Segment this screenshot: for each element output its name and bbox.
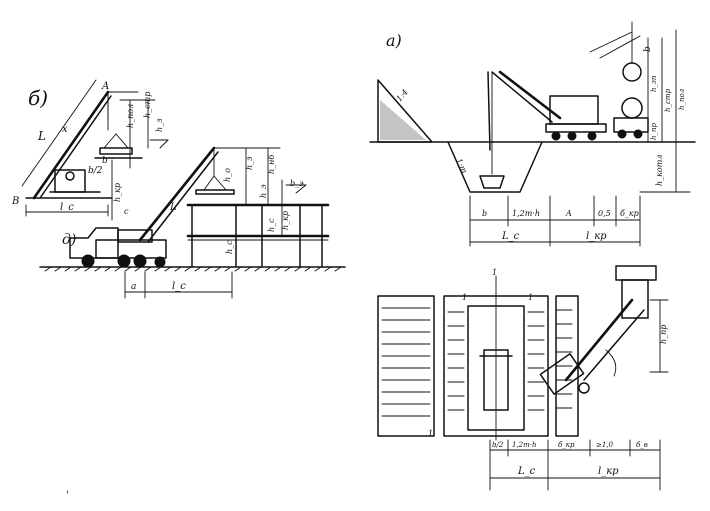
truck-chassis: [95, 239, 167, 259]
boom-line-inner: [39, 95, 112, 199]
d-h-nb-label: h_нб: [267, 155, 276, 174]
ground-hatch: [44, 266, 342, 272]
a-dim-bkr: б_кр: [620, 209, 639, 218]
a-h-zp-label: h_зп: [650, 75, 658, 92]
a-h-pr-label: h_пр: [650, 122, 658, 140]
panel-a-plan: 1 1 1 1 h_пр b/2 1,2m·h: [377, 265, 669, 491]
d-h-kr-label: h_кр: [281, 211, 290, 230]
excavation-pit: [447, 141, 543, 193]
elevation-boom: [498, 70, 562, 120]
slope-pit-label: 1:m: [454, 157, 469, 175]
point-a-label: A: [101, 81, 109, 92]
winch-drum: [621, 97, 643, 119]
plan-mark-1: 1: [492, 268, 497, 277]
boom-line: [32, 90, 110, 200]
point-b-label: B: [11, 196, 19, 207]
d-h-st-label: h_с: [267, 218, 276, 232]
a-h-str-label: h_стр: [664, 88, 672, 112]
a-dim-12mh: 1,2m·h: [512, 209, 540, 218]
d-b-e-label: b_э: [290, 179, 304, 188]
d-base-lc-label: l_c: [172, 281, 186, 292]
truck-wheel-3: [133, 254, 147, 268]
d-base-a-label: a: [131, 282, 136, 292]
a-h-pol-label: h_пол: [678, 89, 686, 110]
truck-cab: [69, 227, 119, 259]
plan-dim-b2: b/2: [492, 441, 504, 449]
panel-b-label: б): [28, 86, 48, 110]
panel-d-label: д): [62, 232, 76, 248]
c-label: c: [124, 207, 129, 216]
dim-lc-label: l_c: [60, 202, 74, 213]
boom-length-label: L: [37, 129, 46, 143]
plan-lc-label: L_c: [517, 466, 536, 477]
truck-boom: [138, 146, 216, 242]
plan-dim-ge1: ≥1,0: [596, 441, 614, 449]
d-h-z-label: h_з: [245, 156, 254, 170]
plan-left-panel: [377, 295, 435, 437]
bottom-mark: ': [66, 490, 69, 501]
plan-mark-2: 1: [462, 293, 467, 302]
crane-body: [54, 169, 86, 193]
plan-mark-4: 1: [428, 429, 433, 438]
panel-a-label: а): [386, 31, 402, 50]
d-h-e-label: h_э: [259, 184, 268, 198]
h-pol-label: h_пол: [126, 104, 135, 128]
boom-x-label: x: [62, 124, 68, 135]
building-frame: [186, 203, 330, 268]
boom-length-dim: [21, 79, 97, 187]
truck-boom-length: L: [169, 202, 177, 213]
plan-dim-bv: б_в: [636, 441, 648, 449]
panel-d-truck-crane: д) L h: [39, 146, 346, 299]
a-h-kotl-label: h_котл: [655, 155, 664, 186]
a-dim-05: 0,5: [598, 209, 611, 218]
a-dim-a: A: [565, 209, 572, 218]
hook-block: [622, 62, 642, 82]
a-lc-label: L_c: [501, 231, 520, 242]
truck-wheel-2: [117, 254, 131, 268]
load-block: [99, 147, 133, 155]
plan-tower: [615, 265, 657, 281]
d-h-s-label: h_с: [225, 240, 234, 254]
truck-wheel-1: [81, 254, 95, 268]
panel-a-elevation: а) 1:4 1:m b h: [369, 21, 696, 247]
h-kr-label: h_кр: [113, 183, 122, 202]
crane-cab: [549, 95, 599, 125]
a-dim-b: b: [482, 209, 487, 218]
dim-b2-label: b/2: [88, 166, 103, 176]
h-str-label: h_стр: [143, 92, 152, 118]
plan-mark-3: 1: [528, 293, 533, 302]
plan-dim-bkr: б_кр: [558, 441, 575, 449]
a-lkr-label: l_кр: [586, 231, 607, 242]
plan-dim-12mh: 1,2m·h: [512, 441, 537, 449]
h-z-label: h_з: [155, 118, 164, 132]
plan-lkr-label: l_кр: [598, 466, 619, 477]
bucket: [479, 175, 505, 189]
truck-load: [195, 189, 235, 195]
panel-b-crane-diagram: б) L x A b h_пол h_стр h_з b/2 B: [11, 79, 169, 221]
plan-h-label: h_пр: [659, 325, 668, 344]
dim-b-label: b: [102, 156, 108, 166]
plan-crane-body: [539, 353, 585, 395]
plan-boom: [564, 298, 634, 382]
d-h-o-label: h_о: [223, 168, 232, 182]
